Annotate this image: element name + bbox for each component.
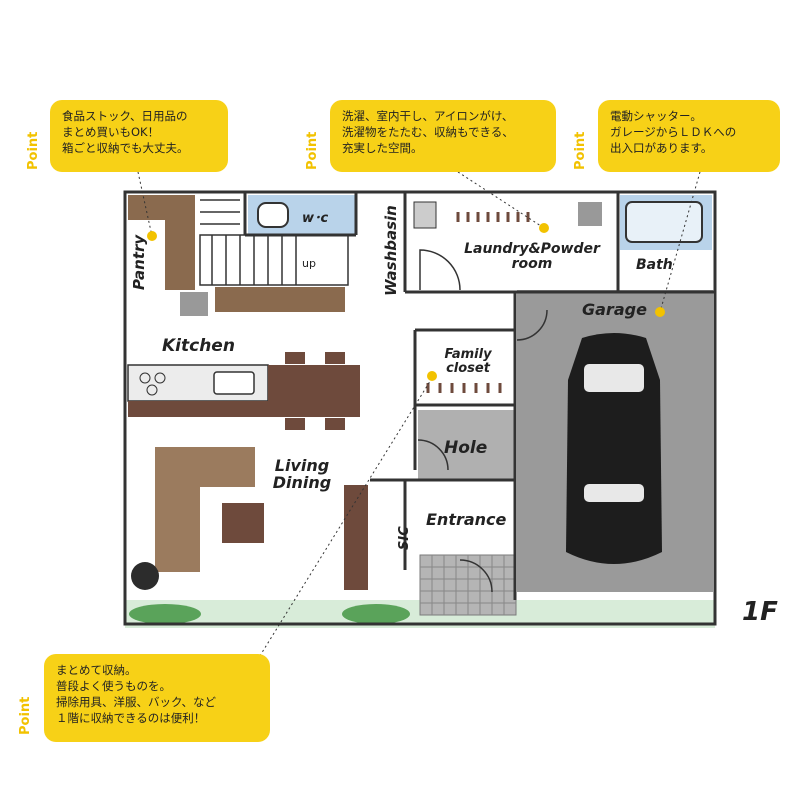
- room-label-laundry: Laundry&Powder room: [464, 241, 600, 272]
- sink: [213, 371, 255, 395]
- closet-rod: [426, 383, 502, 393]
- stairs-bottom-shelf: [215, 287, 345, 312]
- room-label-sic: SIC: [397, 526, 412, 550]
- leader-lines: [137, 171, 701, 681]
- pin-closet: [427, 371, 437, 381]
- pin-laundry: [539, 223, 549, 233]
- room-label-wc: w･c: [302, 211, 329, 226]
- toilet: [257, 202, 289, 228]
- room-label-entrance: Entrance: [426, 510, 507, 529]
- stove-burner: [139, 372, 151, 384]
- plant: [131, 562, 159, 590]
- point-label-2: Point: [305, 131, 320, 170]
- point-label-4: Point: [18, 696, 33, 735]
- floor-label: 1F: [742, 597, 778, 627]
- chair: [285, 352, 305, 364]
- room-label-family-closet: Family closet: [444, 347, 492, 376]
- sofa: [155, 447, 255, 572]
- pin-garage: [655, 307, 665, 317]
- room-label-washbasin: Washbasin: [382, 205, 400, 296]
- point-label-1: Point: [26, 131, 41, 170]
- callout-pantry: 食品ストック、日用品の まとめ買いもOK！ 箱ごと収納でも大丈夫。: [50, 100, 228, 172]
- callout-laundry: 洗濯、室内干し、アイロンがけ、 洗濯物をたたむ、収納もできる、 充実した空間。: [330, 100, 556, 172]
- room-label-hole: Hole: [444, 438, 488, 458]
- coffee-table: [222, 503, 264, 543]
- bathtub: [625, 201, 703, 243]
- washing-machine: [413, 201, 437, 229]
- door-arcs: [417, 249, 548, 593]
- callout-closet: まとめて収納。 普段よく使うものを。 掃除用具、洋服、バック、など １階に収納で…: [44, 654, 270, 742]
- room-label-garage: Garage: [582, 300, 647, 319]
- room-label-pantry: Pantry: [130, 234, 148, 290]
- hanging-rod: [456, 212, 530, 222]
- pin-pantry: [147, 231, 157, 241]
- room-label-kitchen: Kitchen: [162, 336, 235, 356]
- kitchen-counter-base: [128, 401, 268, 417]
- room-label-living: Living Dining: [272, 456, 332, 492]
- dryer: [578, 202, 602, 226]
- room-label-up: up: [302, 257, 316, 270]
- shrub-right: [342, 604, 410, 624]
- point-label-3: Point: [573, 131, 588, 170]
- pantry-box: [180, 292, 208, 316]
- entrance-door: [344, 485, 368, 590]
- walls: [123, 190, 717, 626]
- shrub-left: [129, 604, 201, 624]
- pins: [147, 223, 665, 381]
- callout-garage: 電動シャッター。 ガレージからＬＤＫへの 出入口があります。: [598, 100, 780, 172]
- pantry-shelf: [128, 195, 195, 290]
- room-label-bath: Bath: [636, 257, 673, 273]
- dining-table: [268, 365, 360, 417]
